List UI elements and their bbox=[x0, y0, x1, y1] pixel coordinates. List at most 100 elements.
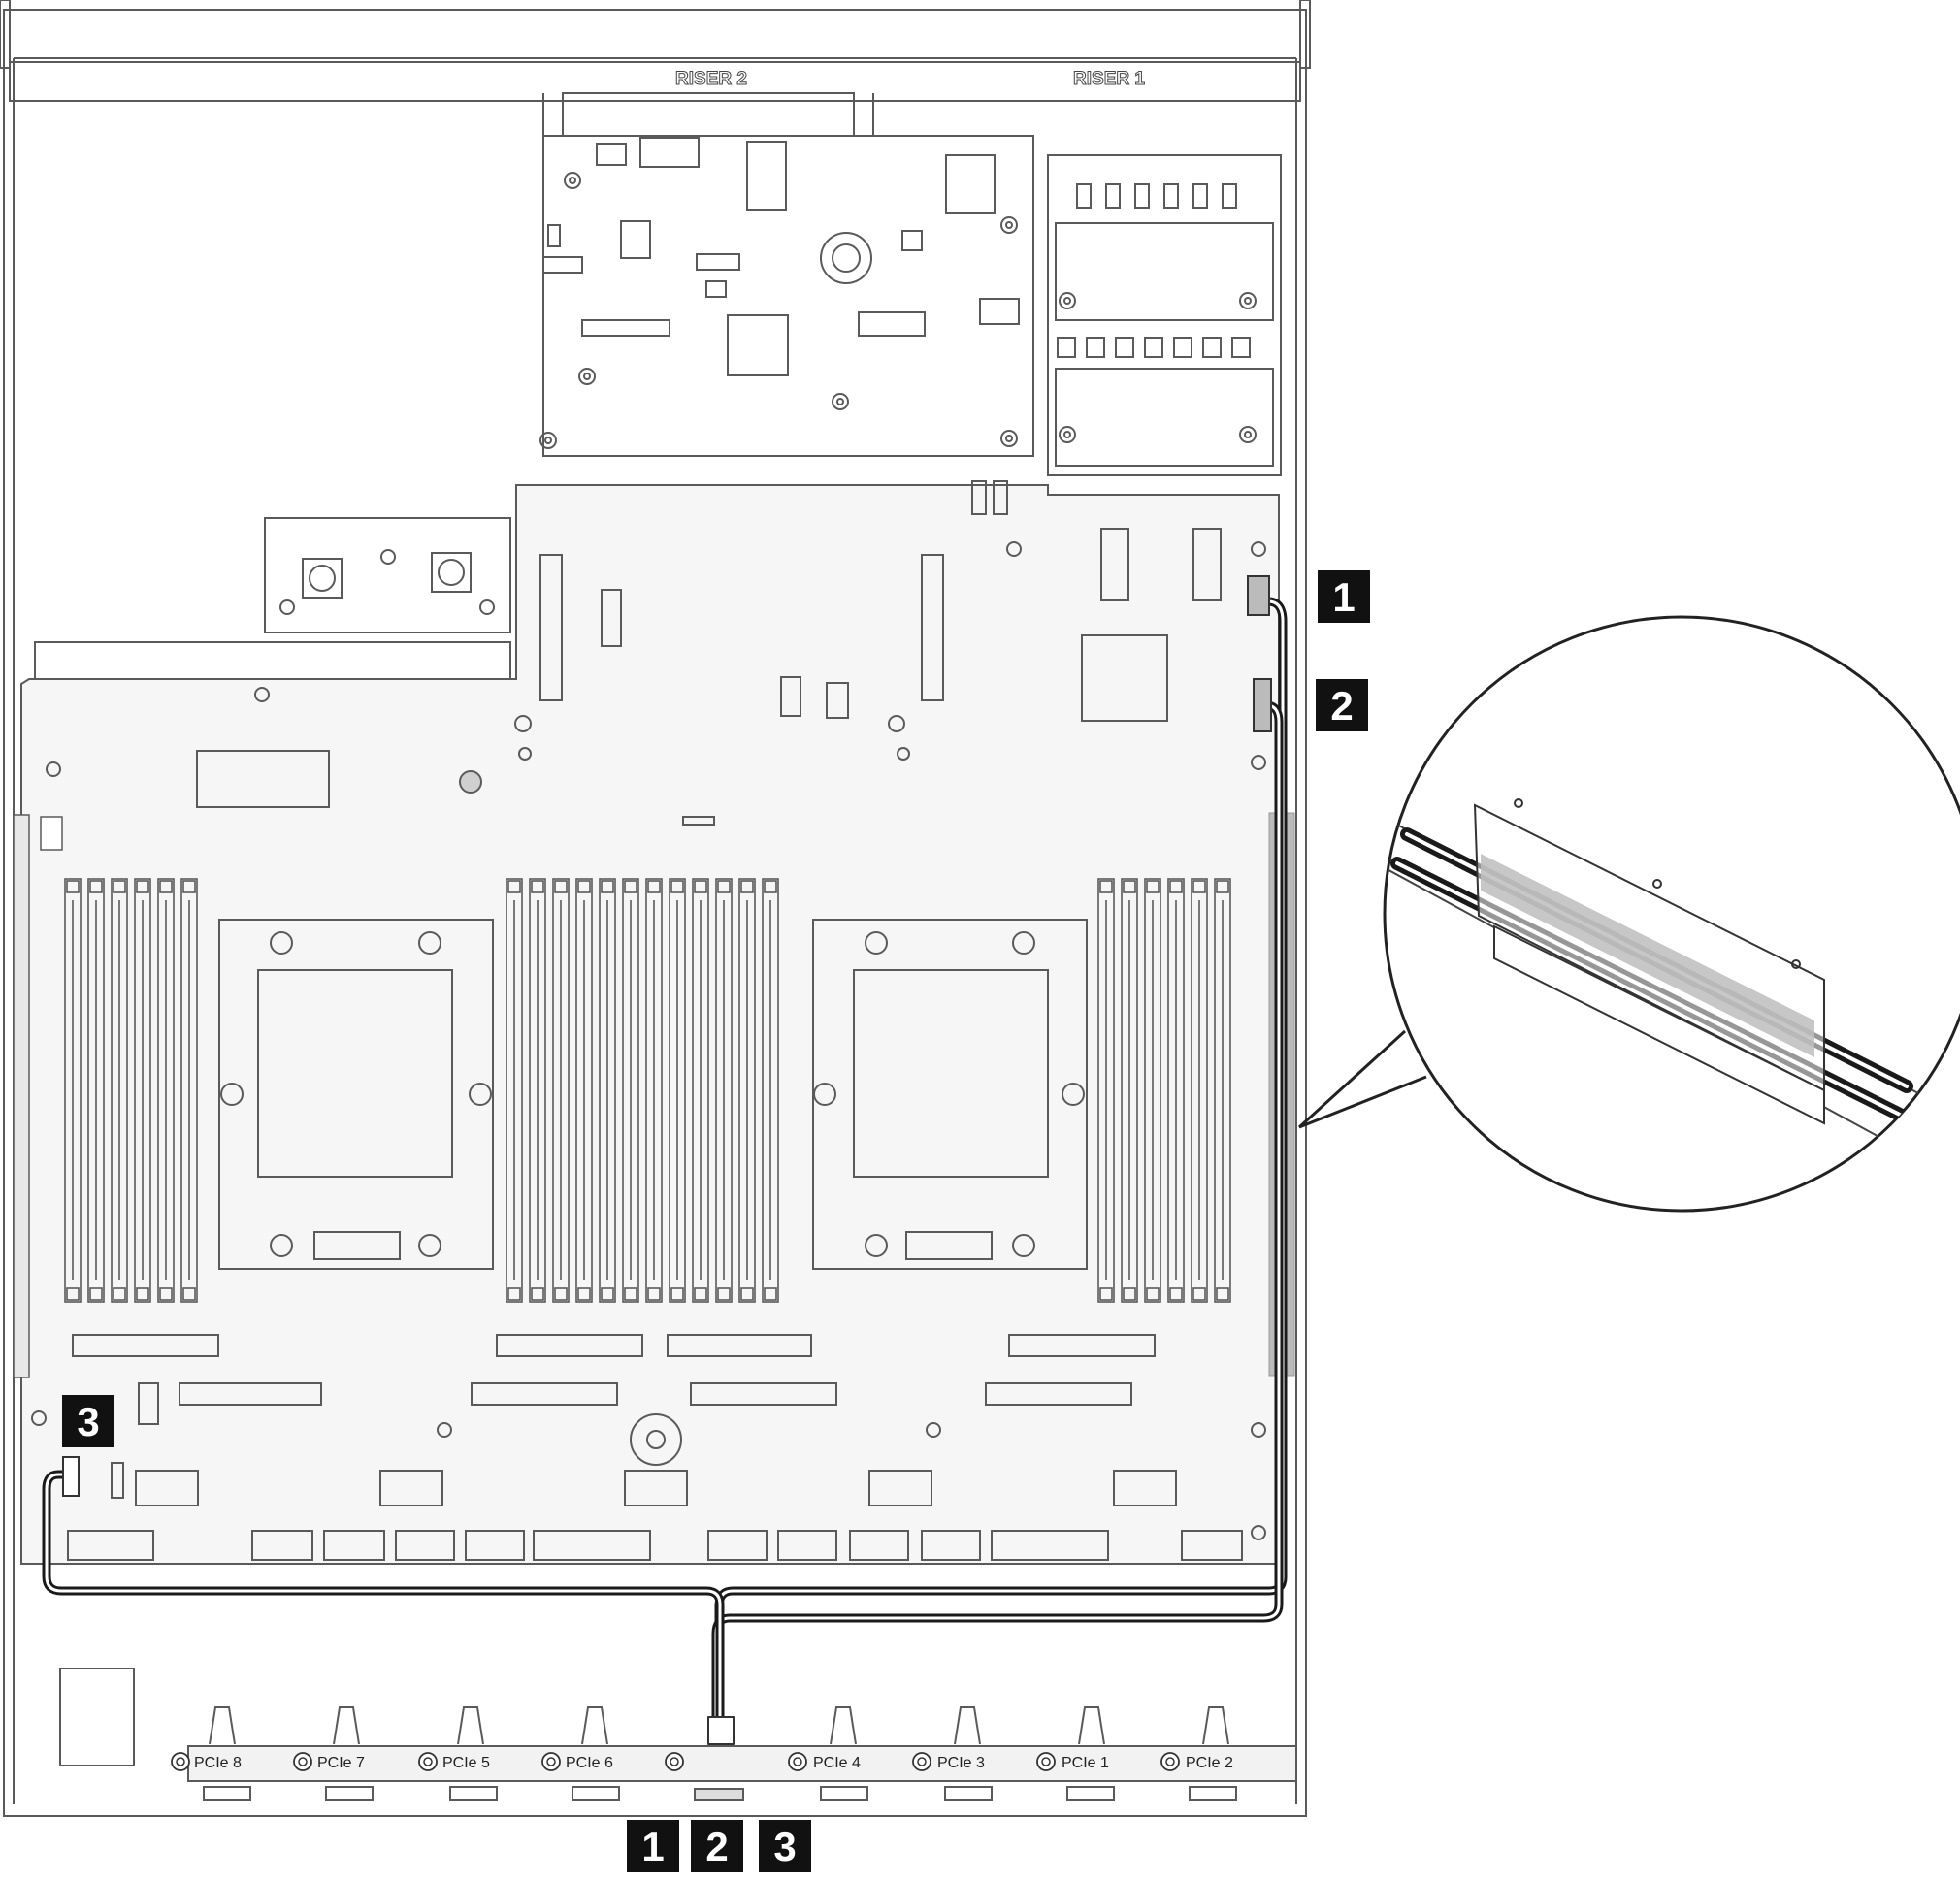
dimm-slot bbox=[1121, 878, 1138, 1303]
dimm-slot bbox=[575, 878, 593, 1303]
dimm-latch bbox=[136, 880, 149, 893]
pcie-8-label: PCIe 8 bbox=[171, 1752, 242, 1771]
dimm-slot bbox=[1167, 878, 1185, 1303]
dimm-latch bbox=[136, 1287, 149, 1301]
front-bay bbox=[59, 1668, 1297, 1801]
callout-3: 3 bbox=[62, 1395, 114, 1447]
dimm-latch bbox=[531, 1287, 544, 1301]
connector-2-port bbox=[1253, 678, 1272, 732]
dimm-slot bbox=[552, 878, 570, 1303]
pcie-2-text: PCIe 2 bbox=[1186, 1755, 1233, 1771]
dimm-latch bbox=[1099, 880, 1113, 893]
pcie-5-text: PCIe 5 bbox=[442, 1755, 490, 1771]
callout-2: 2 bbox=[1316, 679, 1368, 731]
cpu-socket-1 bbox=[218, 919, 494, 1270]
dimm-latch bbox=[531, 880, 544, 893]
dimm-latch bbox=[1192, 1287, 1206, 1301]
dimm-slot bbox=[599, 878, 616, 1303]
dimm-latch bbox=[624, 1287, 637, 1301]
dimm-latch bbox=[1169, 1287, 1183, 1301]
dimm-latch bbox=[601, 880, 614, 893]
dimm-slot bbox=[1214, 878, 1231, 1303]
pcie-7-text: PCIe 7 bbox=[317, 1755, 365, 1771]
dimm-latch bbox=[66, 880, 80, 893]
dimm-latch bbox=[577, 880, 591, 893]
callout-2-text: 2 bbox=[1330, 683, 1353, 729]
dimm-latch bbox=[1146, 880, 1160, 893]
dimm-latch bbox=[1146, 1287, 1160, 1301]
callout-1: 1 bbox=[1318, 570, 1370, 623]
dimm-latch bbox=[1123, 880, 1136, 893]
dimm-latch bbox=[66, 1287, 80, 1301]
pcie-2-label: PCIe 2 bbox=[1160, 1752, 1233, 1771]
dimm-latch bbox=[740, 880, 754, 893]
dimm-slot bbox=[111, 878, 128, 1303]
dimm-latch bbox=[740, 1287, 754, 1301]
dimm-latch bbox=[89, 880, 103, 893]
dimm-latch bbox=[601, 1287, 614, 1301]
riser-2-label: RISER 2 bbox=[675, 69, 747, 89]
dimm-latch bbox=[670, 880, 684, 893]
dimm-latch bbox=[717, 1287, 731, 1301]
pcie-connectors-lower bbox=[67, 1334, 1243, 1561]
riser-labels: RISER 2 RISER 1 bbox=[675, 69, 1146, 90]
pcie-1-text: PCIe 1 bbox=[1062, 1755, 1109, 1771]
dimm-slot bbox=[529, 878, 546, 1303]
connector-1-port bbox=[1247, 575, 1270, 616]
cpu-socket-2 bbox=[812, 919, 1088, 1270]
dimm-latch bbox=[507, 880, 521, 893]
dimm-latch bbox=[764, 1287, 777, 1301]
dimm-slot bbox=[87, 878, 105, 1303]
pcie-4-label: PCIe 4 bbox=[788, 1752, 861, 1771]
dimm-latch bbox=[577, 1287, 591, 1301]
riser-cage bbox=[542, 92, 1282, 476]
riser-1-label: RISER 1 bbox=[1073, 69, 1145, 89]
bottom-callout-3: 3 bbox=[773, 1824, 796, 1869]
dimm-latch bbox=[694, 880, 707, 893]
motherboard bbox=[20, 480, 1280, 1565]
dimm-slot bbox=[692, 878, 709, 1303]
dimm-slot bbox=[180, 878, 198, 1303]
pcie-6-label: PCIe 6 bbox=[541, 1752, 613, 1771]
bottom-callout-2: 2 bbox=[705, 1824, 728, 1869]
pcie-3-text: PCIe 3 bbox=[937, 1755, 985, 1771]
dimm-latch bbox=[113, 880, 126, 893]
dimm-slot bbox=[715, 878, 733, 1303]
dimm-latch bbox=[764, 880, 777, 893]
dimm-latch bbox=[1169, 880, 1183, 893]
dimm-latch bbox=[694, 1287, 707, 1301]
dimm-slot bbox=[669, 878, 686, 1303]
pcie-latches bbox=[209, 1706, 1229, 1745]
pcie-unlabeled-slot bbox=[665, 1752, 684, 1771]
cables bbox=[42, 597, 1288, 1745]
dimm-latch bbox=[89, 1287, 103, 1301]
pcie-1-label: PCIe 1 bbox=[1036, 1752, 1109, 1771]
dimm-latch bbox=[1216, 1287, 1229, 1301]
dimm-latch bbox=[717, 880, 731, 893]
bottom-callouts: 1 2 3 bbox=[627, 1820, 811, 1872]
dimm-latch bbox=[647, 880, 661, 893]
dimm-slot bbox=[157, 878, 175, 1303]
dimm-slot bbox=[134, 878, 151, 1303]
cable-connector-front bbox=[707, 1716, 735, 1745]
dimm-latch bbox=[182, 880, 196, 893]
dimm-slot bbox=[64, 878, 82, 1303]
dimm-latch bbox=[1216, 880, 1229, 893]
pcie-5-label: PCIe 5 bbox=[418, 1752, 490, 1771]
dimm-latch bbox=[554, 880, 568, 893]
dimm-slot bbox=[506, 878, 523, 1303]
callout-1-text: 1 bbox=[1332, 574, 1355, 620]
dimm-slot bbox=[1191, 878, 1208, 1303]
zoom-detail-content bbox=[1385, 798, 1960, 1211]
pcie-3-label: PCIe 3 bbox=[912, 1752, 985, 1771]
dimm-latch bbox=[159, 1287, 173, 1301]
dimm-slot bbox=[1097, 878, 1115, 1303]
dimm-banks bbox=[64, 878, 1231, 1303]
cable-3 bbox=[42, 1470, 725, 1730]
dimm-latch bbox=[507, 1287, 521, 1301]
dimm-latch bbox=[624, 880, 637, 893]
pcie-6-text: PCIe 6 bbox=[566, 1755, 613, 1771]
board-connectors bbox=[62, 575, 1272, 1497]
